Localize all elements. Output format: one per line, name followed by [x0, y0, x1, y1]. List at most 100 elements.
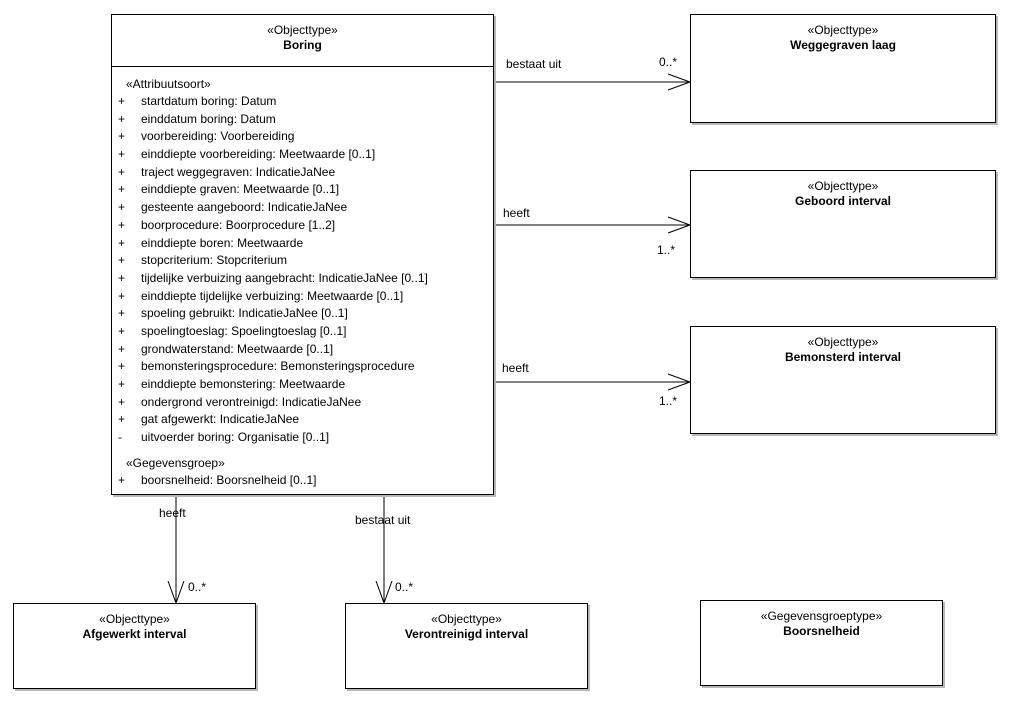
attribute-text: voorbereiding: Voorbereiding [141, 129, 295, 144]
attribute-row[interactable]: +ondergrond verontreinigd: IndicatieJaNe… [112, 394, 493, 412]
attribute-visibility: + [118, 306, 126, 321]
attribute-text: boorprocedure: Boorprocedure [1..2] [141, 217, 336, 232]
attribute-visibility: + [118, 129, 126, 144]
group-attribute-list: + boorsnelheid: Boorsnelheid [0..1] [112, 472, 493, 490]
attribute-row[interactable]: + gesteente aangeboord: IndicatieJaNee [112, 199, 493, 217]
attribute-visibility: + [118, 253, 126, 268]
class-stereotype: «Objecttype» [431, 612, 502, 626]
attribute-visibility: + [118, 217, 126, 232]
attribute-visibility: + [118, 200, 126, 215]
multiplicity-verontreinigd: 0..* [395, 580, 414, 594]
class-name: Afgewerkt interval [82, 627, 187, 641]
attribute-row[interactable]: + voorbereiding: Voorbereiding [112, 128, 493, 146]
class-name: Bemonsterd interval [784, 350, 902, 364]
attribute-row[interactable]: + einddiepte graven: Meetwaarde [0..1] [112, 181, 493, 199]
attribute-text: einddiepte voorbereiding: Meetwaarde [0.… [141, 147, 376, 162]
group-attribute-row[interactable]: + boorsnelheid: Boorsnelheid [0..1] [112, 472, 493, 490]
association-label-geboord: heeft [503, 206, 530, 220]
class-name: Verontreinigd interval [404, 627, 529, 641]
attribute-text: spoelingtoeslag: Spoelingtoeslag [0..1] [141, 323, 347, 338]
class-stereotype: «Objecttype» [99, 612, 170, 626]
association-label-afgewerkt: heeft [159, 506, 186, 520]
class-boring[interactable]: «Objecttype» Boring «Attribuutsoort» + st… [111, 14, 494, 495]
class-geboord-interval[interactable]: «Objecttype» Geboord interval [690, 170, 996, 278]
association-label-weggegraven: bestaat uit [506, 57, 562, 71]
association-label-verontreinigd: bestaat uit [355, 513, 411, 527]
attribute-text: bemonsteringsprocedure: Bemonsteringspro… [141, 359, 415, 374]
class-stereotype: «Gegevensgroeptype» [760, 609, 883, 623]
attribute-visibility: + [118, 270, 126, 285]
attribute-visibility: + [118, 359, 126, 374]
class-verontreinigd-interval[interactable]: «Objecttype» Verontreinigd interval [345, 603, 588, 689]
attribute-row[interactable]: +spoelingtoeslag: Spoelingtoeslag [0..1] [112, 323, 493, 341]
attribute-visibility: - [118, 430, 122, 445]
class-afgewerkt-interval[interactable]: «Objecttype» Afgewerkt interval [13, 603, 256, 689]
multiplicity-weggegraven: 0..* [659, 55, 678, 69]
class-boorsnelheid[interactable]: «Gegevensgroeptype» Boorsnelheid [700, 600, 943, 686]
attribute-text: startdatum boring: Datum [141, 94, 277, 108]
attribute-row[interactable]: + grondwaterstand: Meetwaarde [0..1] [112, 341, 493, 359]
attribute-visibility: + [118, 412, 126, 427]
attribute-visibility: + [118, 111, 126, 126]
attribute-text: spoeling gebruikt: IndicatieJaNee [0..1] [141, 306, 348, 321]
attribute-list: + startdatum boring: Datum + einddatum bor… [112, 93, 493, 447]
arrowhead-geboord [667, 216, 692, 234]
attributes-header: «Attribuutsoort» [126, 77, 211, 91]
class-boring-stereotype: «Objecttype» [267, 23, 338, 37]
attribute-row[interactable]: + einddatum boring: Datum [112, 111, 493, 129]
attribute-text: stopcriterium: Stopcriterium [141, 253, 288, 268]
attribute-visibility: + [118, 235, 126, 250]
attribute-text: einddiepte bemonstering: Meetwaarde [141, 377, 346, 391]
class-boring-separator [112, 66, 493, 67]
attribute-visibility: + [118, 288, 126, 303]
class-name: Geboord interval [794, 194, 892, 208]
multiplicity-bemonsterd: 1..* [659, 394, 678, 408]
class-boring-name: Boring [283, 38, 322, 52]
attribute-row[interactable]: + stopcriterium: Stopcriterium [112, 252, 493, 270]
attribute-visibility: + [118, 182, 126, 197]
attribute-text: uitvoerder boring: Organisatie [0..1] [141, 430, 330, 445]
attribute-row[interactable]: - uitvoerder boring: Organisatie [0..1] [112, 429, 493, 447]
attribute-row[interactable]: + startdatum boring: Datum [112, 93, 493, 111]
attribute-visibility: + [118, 473, 126, 487]
attribute-row[interactable]: + boorprocedure: Boorprocedure [1..2] [112, 217, 493, 235]
class-stereotype: «Objecttype» [807, 179, 879, 193]
attribute-row[interactable]: + einddiepte tijdelijke verbuizing: Meetw… [112, 288, 493, 306]
attribute-row[interactable]: + einddiepte boren: Meetwaarde [112, 235, 493, 253]
class-name: Boorsnelheid [783, 624, 860, 638]
attribute-row[interactable]: +einddiepte bemonstering: Meetwaarde [112, 376, 493, 394]
group-header: «Gegevensgroep» [126, 456, 225, 470]
attribute-text: gat afgewerkt: IndicatieJaNee [141, 412, 300, 427]
attribute-visibility: + [118, 164, 126, 179]
attribute-row[interactable]: + einddiepte voorbereiding: Meetwaarde [0… [112, 146, 493, 164]
arrowhead-bemonsterd [667, 373, 692, 391]
attribute-text: gesteente aangeboord: IndicatieJaNee [141, 200, 348, 215]
attribute-row[interactable]: + traject weggegraven: IndicatieJaNee [112, 164, 493, 182]
arrowhead-weggegraven [667, 73, 692, 91]
attribute-row[interactable]: + tijdelijke verbuizing aangebracht: Indi… [112, 270, 493, 288]
class-boring-header: «Objecttype» Boring [112, 15, 493, 53]
multiplicity-afgewerkt: 0..* [188, 580, 207, 594]
attribute-visibility: + [118, 341, 126, 356]
attribute-visibility: + [118, 147, 126, 162]
multiplicity-geboord: 1..* [657, 243, 676, 257]
attribute-text: boorsnelheid: Boorsnelheid [0..1] [141, 473, 317, 487]
attribute-text: einddiepte tijdelijke verbuizing: Meetwa… [141, 288, 404, 303]
attribute-row[interactable]: + gat afgewerkt: IndicatieJaNee [112, 411, 493, 429]
class-stereotype: «Objecttype» [807, 335, 879, 349]
attribute-text: einddiepte boren: Meetwaarde [141, 235, 304, 250]
attribute-text: einddatum boring: Datum [141, 111, 276, 126]
class-bemonsterd-interval[interactable]: «Objecttype» Bemonsterd interval [690, 326, 996, 434]
attribute-text: traject weggegraven: IndicatieJaNee [141, 164, 336, 179]
arrowhead-afgewerkt [167, 580, 185, 605]
attribute-visibility: + [118, 94, 126, 108]
attribute-text: grondwaterstand: Meetwaarde [0..1] [141, 341, 334, 356]
attribute-row[interactable]: + spoeling gebruikt: IndicatieJaNee [0..1… [112, 305, 493, 323]
attribute-row[interactable]: + bemonsteringsprocedure: Bemonsteringspr… [112, 358, 493, 376]
class-weggegraven-laag[interactable]: «Objecttype» Weggegraven laag [690, 14, 996, 123]
attribute-visibility: + [118, 394, 126, 409]
attribute-text: einddiepte graven: Meetwaarde [0..1] [141, 182, 340, 197]
class-stereotype: «Objecttype» [807, 23, 879, 37]
association-label-bemonsterd: heeft [502, 361, 529, 375]
attribute-text: tijdelijke verbuizing aangebracht: Indic… [141, 270, 428, 285]
